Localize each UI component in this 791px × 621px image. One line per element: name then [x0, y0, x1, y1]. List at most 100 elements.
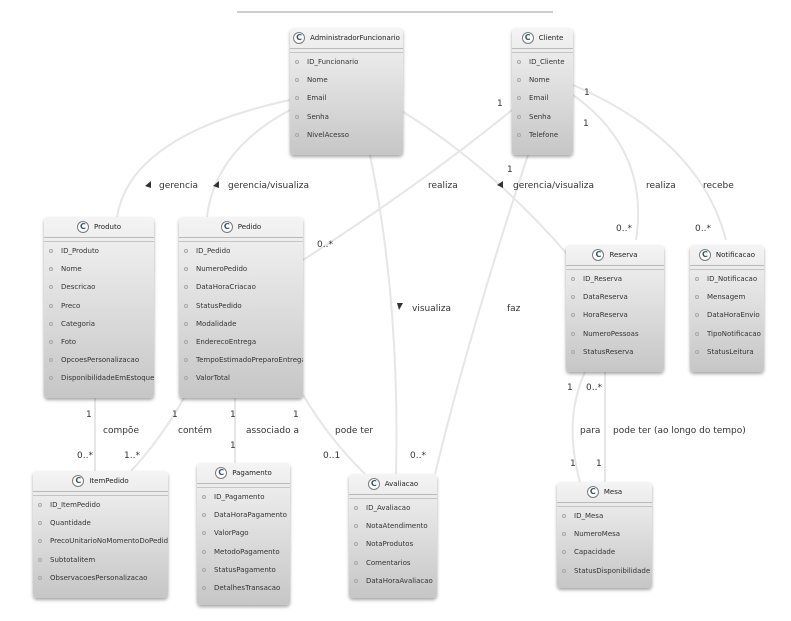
edge-cliente-reserva — [572, 94, 640, 241]
multiplicity-avaliacao-cliente: 0..* — [410, 451, 426, 461]
attribute-visibility-icon — [295, 114, 299, 119]
class-separator — [179, 238, 303, 242]
class-attribute: TempoEstimadoPreparoEntrega — [179, 351, 303, 369]
edge-cliente-avaliacao — [434, 154, 529, 475]
attribute-label: Email — [529, 94, 549, 103]
attribute-visibility-icon — [202, 513, 206, 518]
class-attribute: ID_Notificacao — [690, 270, 764, 288]
attribute-label: NumeroMesa — [574, 530, 621, 539]
attribute-visibility-icon — [184, 267, 188, 272]
attribute-label: StatusPagamento — [214, 565, 276, 574]
attribute-label: DataHoraPagamento — [214, 511, 287, 520]
attribute-label: Senha — [307, 112, 329, 121]
class-attribute: Descricao — [44, 278, 154, 296]
class-attribute: Foto — [44, 333, 154, 351]
attribute-label: StatusLeitura — [707, 347, 754, 356]
attribute-visibility-icon — [38, 575, 42, 580]
attribute-label: DataHoraCriacao — [196, 283, 256, 292]
edge-cliente-notificacao — [572, 84, 727, 241]
attribute-label: PrecoUnitarioNoMomentoDoPedido — [50, 537, 168, 546]
class-name: ItemPedido — [89, 477, 129, 485]
multiplicity-pedido-cliente: 0..* — [317, 240, 333, 250]
direction-arrow-gerencia-visualiza-reserva — [497, 181, 503, 188]
direction-arrow-visualiza — [397, 303, 403, 310]
assoc-label-realiza-pedido: realiza — [428, 181, 458, 191]
direction-arrow-gerencia-visualiza — [213, 181, 219, 188]
attribute-label: ValorTotal — [196, 374, 230, 383]
attribute-visibility-icon — [202, 531, 206, 536]
assoc-label-associado-a: associado a — [246, 426, 299, 436]
attribute-label: Modalidade — [196, 319, 237, 328]
attribute-visibility-icon — [354, 578, 358, 583]
attribute-visibility-icon — [562, 550, 566, 555]
multiplicity-cliente-pedido: 1 — [497, 99, 503, 109]
edge-cliente-pedido — [302, 109, 513, 261]
attribute-visibility-icon — [354, 560, 358, 565]
attribute-visibility-icon — [695, 349, 699, 354]
class-separator — [690, 266, 764, 270]
attribute-label: TipoNotificacao — [707, 329, 761, 338]
attribute-visibility-icon — [562, 568, 566, 573]
attribute-visibility-icon — [49, 339, 53, 344]
attribute-label: ID_Pagamento — [214, 493, 265, 501]
assoc-label-recebe: recebe — [703, 181, 734, 191]
attribute-visibility-icon — [49, 303, 53, 308]
attribute-visibility-icon — [49, 358, 53, 363]
class-icon: C — [698, 249, 711, 261]
class-attribute: ValorPago — [197, 524, 290, 542]
attribute-label: DisponibilidadeEmEstoque — [61, 374, 154, 383]
attribute-visibility-icon — [184, 249, 188, 253]
assoc-label-visualiza: visualiza — [412, 304, 451, 314]
class-attribute: ObservacoesPersonalizacao — [33, 569, 168, 587]
attribute-visibility-icon — [49, 285, 53, 290]
class-attribute: NumeroPessoas — [566, 325, 664, 343]
class-name: Avaliacao — [384, 480, 419, 488]
attribute-visibility-icon — [517, 114, 521, 119]
class-separator — [44, 238, 154, 242]
class-attribute: Modalidade — [179, 315, 303, 333]
class-attribute: ID_Avaliacao — [349, 499, 437, 517]
attribute-label: OpcoesPersonalizacao — [61, 356, 140, 365]
attribute-visibility-icon — [571, 295, 575, 300]
class-attribute: NumeroPedido — [179, 260, 303, 278]
multiplicity-cliente-notificacao: 1 — [584, 88, 590, 98]
attribute-visibility-icon — [184, 285, 188, 290]
class-attribute: DetalhesTransacao — [197, 579, 290, 597]
class-attribute: Mensagem — [690, 288, 764, 306]
attribute-visibility-icon — [49, 267, 53, 272]
assoc-label-gerencia: gerencia — [159, 181, 198, 191]
class-attribute: StatusPagamento — [197, 561, 290, 579]
multiplicity-avaliacao-pedido: 0..1 — [323, 451, 340, 461]
multiplicity-reserva-mesa: 1 — [567, 383, 573, 393]
attribute-label: DetalhesTransacao — [214, 583, 281, 592]
assoc-label-pode-ter: pode ter — [335, 426, 373, 436]
class-attribute: ID_ItemPedido — [33, 496, 168, 514]
class-attribute: DataReserva — [566, 288, 664, 306]
class-icon: C — [293, 32, 306, 44]
multiplicity-reserva-cliente: 0..* — [616, 224, 632, 234]
attribute-visibility-icon — [184, 358, 188, 363]
multiplicity-mesa-para: 1 — [570, 459, 576, 469]
class-attribute: NotaProdutos — [349, 535, 437, 553]
class-icon: C — [521, 32, 534, 44]
attribute-label: Descricao — [61, 283, 96, 292]
class-separator — [349, 495, 437, 499]
class-attribute: DataHoraEnvio — [690, 306, 764, 324]
attribute-label: Foto — [61, 337, 77, 346]
class-attribute: Senha — [290, 108, 403, 126]
attribute-visibility-icon — [49, 321, 53, 326]
attribute-label: StatusPedido — [196, 301, 242, 310]
